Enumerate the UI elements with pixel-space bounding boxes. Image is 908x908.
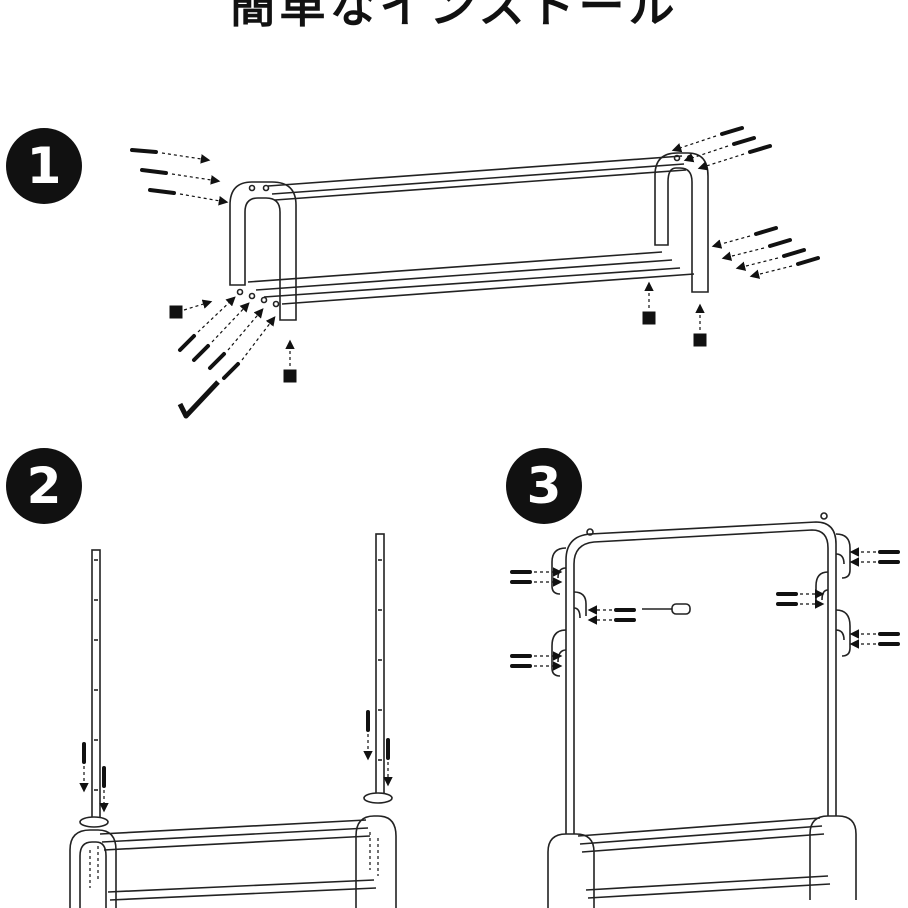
page-title: 簡単なインストール (229, 0, 679, 33)
step1-screws-left-bottom (178, 296, 276, 380)
step3-coat-rack (547, 512, 857, 908)
step1-screws-left (130, 148, 229, 206)
allen-key-icon (177, 380, 220, 419)
step3-hooks (551, 533, 851, 677)
step3-screws (510, 547, 900, 671)
step1-shoe-rack (229, 152, 709, 321)
step-badge-3: 3 (506, 448, 582, 524)
step1-feet-caps (169, 281, 707, 383)
step-badge-2: 2 (6, 448, 82, 524)
step2-shoe-rack (69, 815, 397, 908)
step1-screws-right-top (671, 126, 772, 171)
step2-screws (79, 710, 393, 813)
step-badge-1: 1 (6, 128, 82, 204)
screwdriver-icon (642, 603, 691, 615)
step1-screws-right-bottom (711, 226, 820, 279)
step2-poles (79, 533, 393, 828)
